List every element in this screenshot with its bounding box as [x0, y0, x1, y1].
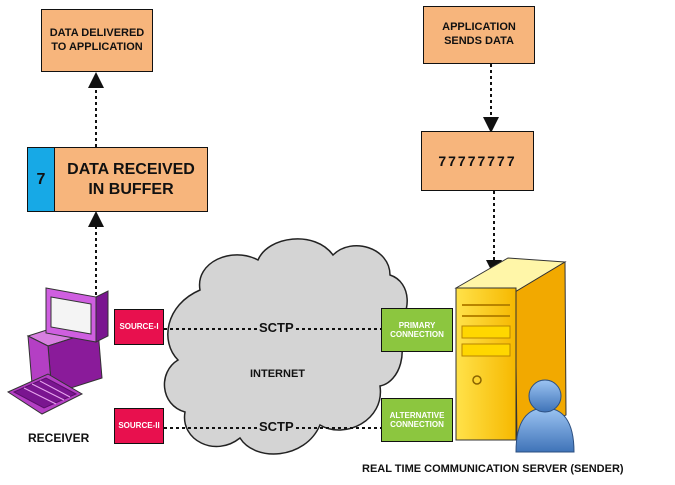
internet-cloud: [163, 238, 408, 455]
source-1-box: SOURCE-I: [114, 309, 164, 345]
internet-label: INTERNET: [250, 368, 305, 380]
data-packet-box: 77777777: [421, 131, 534, 191]
sctp-label-top: SCTP: [257, 320, 296, 335]
data-received-label: DATA RECEIVED IN BUFFER: [67, 161, 195, 198]
app-sends-label: APPLICATION SENDS DATA: [442, 21, 516, 47]
computer-icon: [6, 287, 109, 415]
primary-connection-box: PRIMARY CONNECTION: [381, 308, 453, 352]
data-packet-label: 77777777: [438, 153, 517, 169]
source-2-label: SOURCE-II: [118, 421, 160, 431]
buffer-number: 7: [36, 170, 46, 188]
server-icon: [454, 257, 567, 441]
primary-connection-label: PRIMARY CONNECTION: [390, 320, 444, 339]
sctp-label-bottom: SCTP: [257, 419, 296, 434]
data-delivered-label: DATA DELIVERED TO APPLICATION: [49, 27, 145, 53]
person-icon: [515, 379, 575, 453]
app-sends-box: APPLICATION SENDS DATA: [423, 6, 535, 64]
source-1-label: SOURCE-I: [119, 322, 159, 332]
source-2-box: SOURCE-II: [114, 408, 164, 444]
data-received-box: DATA RECEIVED IN BUFFER: [54, 147, 208, 212]
alternative-connection-label: ALTERNATIVE CONNECTION: [389, 410, 445, 429]
server-label: REAL TIME COMMUNICATION SERVER (SENDER): [362, 463, 624, 475]
data-delivered-box: DATA DELIVERED TO APPLICATION: [41, 9, 153, 72]
alternative-connection-box: ALTERNATIVE CONNECTION: [381, 398, 453, 442]
receiver-label: RECEIVER: [28, 431, 90, 445]
buffer-number-cell: 7: [27, 147, 55, 212]
